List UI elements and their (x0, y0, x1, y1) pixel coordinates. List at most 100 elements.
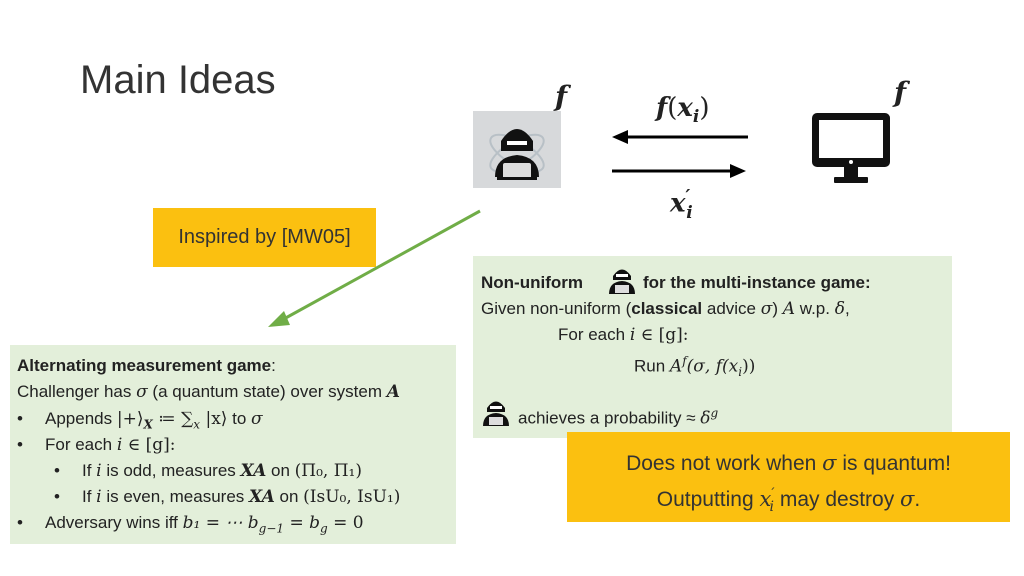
nu-heading-post: for the multi-instance game: (643, 270, 871, 296)
protocol-arrows (612, 130, 748, 178)
nu-heading: Non-uniform (481, 270, 583, 296)
sigma-symbol: σ (900, 487, 915, 511)
run-sub-i: i (738, 365, 743, 380)
outputting-text: Outputting (656, 488, 760, 511)
projectors-pi: (Π₀, Π₁) (294, 461, 363, 481)
wins-text: Adversary wins iff (45, 513, 183, 532)
alternating-game-box: Alternating measurement game: Challenger… (10, 345, 456, 544)
system-A: A (386, 382, 400, 402)
inspired-by-box: Inspired by [MW05] (153, 208, 376, 267)
bullet: • (54, 487, 60, 506)
win-eq: = b (284, 513, 320, 533)
adversary-A: A (669, 356, 683, 377)
sigma-symbol: σ (136, 382, 148, 402)
destroy-text: may destroy (774, 488, 901, 511)
if-text: If (82, 487, 97, 506)
nonuniform-box: Non-uniform for the multi-instance game:… (473, 256, 952, 438)
warning-pre: Does not work when (626, 452, 823, 475)
warning-post: is quantum! (836, 452, 951, 475)
sigma-symbol: σ (760, 299, 773, 319)
query-label: f(xi) (656, 93, 710, 128)
inspired-by-text: Inspired by [MW05] (178, 226, 351, 248)
game-heading-colon: : (271, 356, 276, 375)
answer-label-sub: i (686, 202, 693, 223)
nu-heading-post-text: for the multi-instance game: (643, 273, 871, 292)
nu-line-run: Run Af(σ, f(xi)) (634, 348, 755, 385)
answer-label-x: x (670, 188, 686, 219)
slide-title: Main Ideas (80, 58, 276, 102)
game-bullet-append: • Appends |+⟩X ≔ ∑x |x⟩ to σ (17, 406, 263, 432)
computer-monitor-icon (812, 113, 890, 183)
index-i: i (96, 487, 102, 507)
plus-ket-sub: X (143, 417, 153, 432)
range-g: ∈ [g]: (635, 325, 689, 345)
even-text: is even, measures (101, 487, 250, 506)
plus-ket: |+⟩ (116, 409, 144, 429)
projectors-isu: (IsU₀, IsU₁) (303, 487, 401, 507)
given-close: ) (772, 299, 783, 318)
bullet: • (17, 435, 23, 454)
hacker-icon (609, 269, 635, 294)
game-line-challenger: Challenger has σ (a quantum state) over … (17, 379, 400, 405)
green-connector-arrow (268, 209, 481, 327)
game-bullet-foreach: • For each i ∈ [g]: (17, 432, 176, 458)
bullet: • (54, 461, 60, 480)
oracle-f-left: f (555, 80, 568, 113)
foreach-text: For each (45, 435, 117, 454)
game-bullet-wins: • Adversary wins iff b₁ = ⋯ bg−1 = bg = … (17, 510, 364, 536)
index-i: i (629, 325, 636, 345)
achieves-text: achieves a probability ≈ (518, 408, 701, 428)
warning-line-2: Outputting x′i may destroy σ. (567, 479, 1010, 523)
hacker-icon (489, 129, 545, 180)
query-arrow-left (612, 130, 748, 144)
run-args: (σ, f(x (686, 356, 739, 377)
oracle-f-right: f (894, 76, 907, 109)
on-text: on (274, 487, 304, 506)
x-symbol: x (759, 487, 772, 511)
sigma-symbol: σ (822, 451, 837, 475)
oracle-sup-f: f (682, 354, 687, 368)
on-text: on (266, 461, 295, 480)
answer-label: x′i (670, 186, 693, 223)
challenger-text: Challenger has (17, 382, 137, 401)
win-zero: = 0 (327, 513, 364, 533)
delta-symbol: δ (834, 299, 845, 319)
answer-label-prime: ′ (685, 186, 691, 207)
x-ket: |x⟩ (200, 409, 228, 429)
advice-text: advice (702, 299, 761, 318)
bullet: • (17, 513, 23, 532)
given-comma: , (844, 299, 850, 318)
delta-sup-g: g (710, 406, 719, 420)
x-prime: ′ (771, 486, 775, 502)
given-text: Given non-uniform ( (481, 299, 632, 318)
bullet: • (17, 409, 23, 428)
nu-line-achieves: achieves a probability ≈ δg (518, 400, 718, 432)
index-i: i (96, 461, 102, 481)
game-heading-text: Alternating measurement game (17, 356, 272, 375)
wp-text: w.p. (795, 299, 835, 318)
run-close: )) (742, 356, 756, 377)
classical-text: classical (631, 299, 703, 318)
sigma-symbol: σ (251, 409, 263, 429)
system-XA: XA (249, 487, 275, 507)
odd-text: is odd, measures (101, 461, 241, 480)
hacker-icon (483, 401, 509, 426)
index-i: i (116, 435, 123, 455)
nu-line-foreach: For each i ∈ [g]: (558, 322, 689, 348)
nu-line-given: Given non-uniform (classical advice σ) A… (481, 296, 850, 322)
append-text: Appends (45, 409, 117, 428)
if-text: If (82, 461, 97, 480)
game-subbullet-even: • If i is even, measures XA on (IsU₀, Is… (54, 484, 400, 510)
append-post: to (227, 409, 252, 428)
sum-sub: x (193, 417, 201, 432)
game-subbullet-odd: • If i is odd, measures XA on (Π₀, Π₁) (54, 458, 362, 484)
warning-line-1: Does not work when σ is quantum! (567, 448, 1010, 479)
sum-symbol: ≔ ∑ (152, 409, 194, 429)
win-sub-g: g (319, 521, 328, 536)
challenger-mid: (a quantum state) over system (147, 382, 387, 401)
answer-arrow-right (612, 164, 746, 178)
system-XA: XA (240, 461, 267, 481)
x-sub-i: i (769, 499, 774, 516)
query-label-x: x (677, 93, 693, 123)
adversary-avatar (473, 111, 561, 188)
